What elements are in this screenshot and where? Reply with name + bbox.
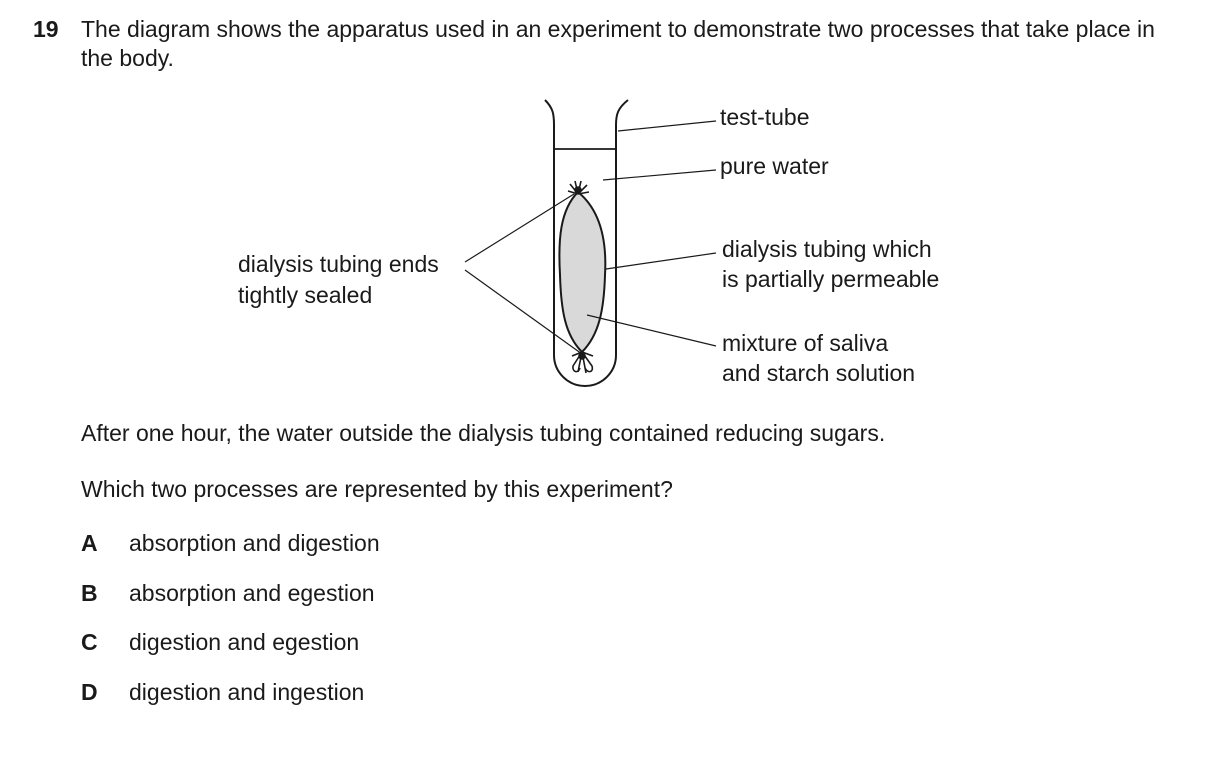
leader-ends-top [464, 193, 575, 263]
label-dialysis-tubing-line1: dialysis tubing which [722, 236, 932, 262]
leader-ends-bottom [464, 269, 583, 355]
question-stem: The diagram shows the apparatus used in … [81, 16, 1155, 71]
dialysis-tubing-bag [558, 190, 607, 354]
label-pure-water: pure water [720, 153, 829, 179]
option-letter: A [81, 530, 98, 556]
option-letter: C [81, 629, 98, 655]
option-text: digestion and egestion [129, 629, 360, 655]
label-test-tube: test-tube [720, 104, 810, 130]
observation-text: After one hour, the water outside the di… [81, 420, 886, 446]
label-dialysis-tubing-line2: is partially permeable [722, 266, 940, 292]
option-text: absorption and digestion [129, 530, 380, 556]
leader-pure-water [602, 169, 717, 181]
option-text: absorption and egestion [129, 580, 375, 606]
leader-mixture [586, 314, 717, 347]
leader-dialysis-tubing [605, 252, 717, 270]
leader-test-tube [617, 120, 717, 132]
top-sealed-end-icon [567, 180, 590, 195]
option-letter: B [81, 580, 98, 606]
label-ends-line1: dialysis tubing ends [238, 251, 439, 277]
label-mixture-line1: mixture of saliva [722, 330, 889, 356]
label-ends-line2: tightly sealed [238, 282, 373, 308]
bottom-sealed-end-icon [571, 351, 594, 374]
test-tube-outline [544, 99, 629, 387]
question-prompt: Which two processes are represented by t… [81, 476, 673, 502]
option-text: digestion and ingestion [129, 679, 365, 705]
label-mixture-line2: and starch solution [722, 360, 916, 386]
option-letter: D [81, 679, 98, 705]
question-number: 19 [33, 16, 59, 42]
